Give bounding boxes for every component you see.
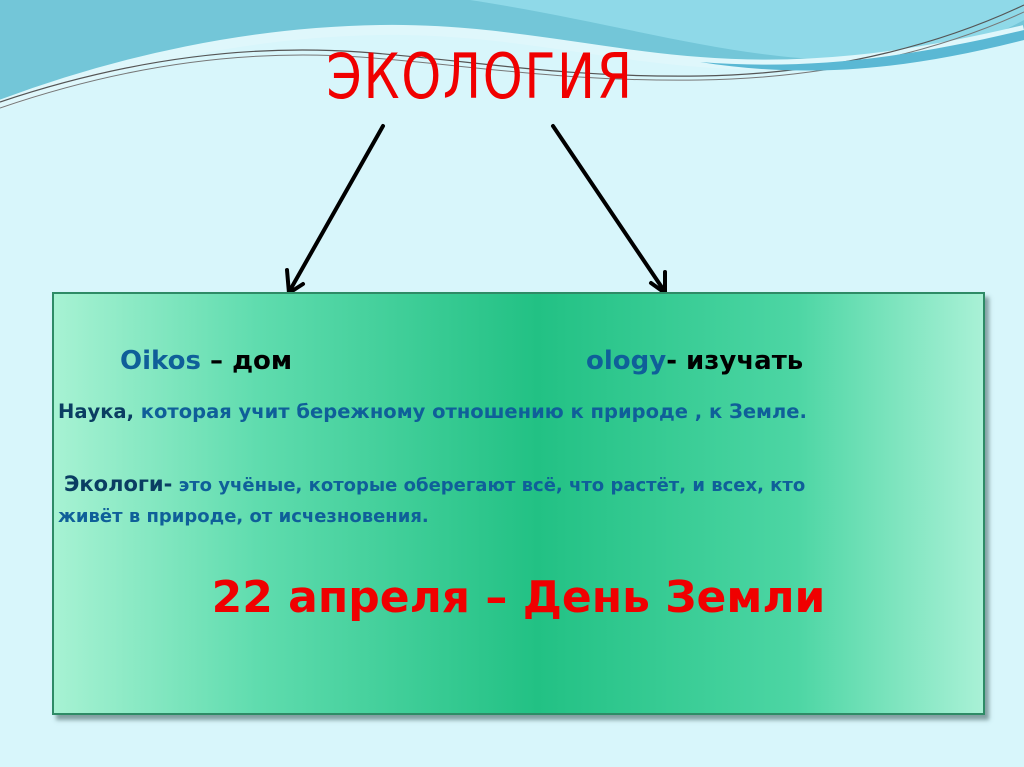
ology-meaning: изучать: [686, 346, 804, 376]
earth-day-heading: 22 апреля – День Земли: [211, 572, 826, 623]
definition-lead: Наука,: [58, 400, 134, 423]
oikos-meaning: дом: [232, 346, 293, 376]
oikos-word: Oikos: [120, 346, 201, 376]
ology-separator: -: [666, 346, 687, 376]
science-definition: Наука, которая учит бережному отношению …: [58, 400, 807, 423]
ology-word: ology: [586, 346, 667, 376]
arrow-right-icon: [551, 124, 667, 297]
ecologists-line-2: живёт в природе, от исчезновения.: [58, 506, 429, 527]
ecologists-rest: это учёные, которые оберегают всё, что р…: [172, 475, 806, 496]
oikos-separator: –: [200, 346, 233, 376]
wave-background-decoration: [0, 0, 1024, 110]
definition-box: Oikos – дом ology- изучать Наука, котора…: [52, 292, 985, 715]
definition-rest: которая учит бережному отношению к приро…: [134, 400, 807, 423]
arrow-left-icon: [285, 124, 385, 297]
oikos-term: Oikos – дом: [120, 346, 292, 376]
slide-title: ЭКОЛОГИЯ: [326, 40, 634, 113]
ecologists-lead: Экологи-: [64, 472, 173, 496]
ecologists-line-1: Экологи- это учёные, которые оберегают в…: [64, 472, 805, 496]
ology-term: ology- изучать: [586, 346, 803, 376]
